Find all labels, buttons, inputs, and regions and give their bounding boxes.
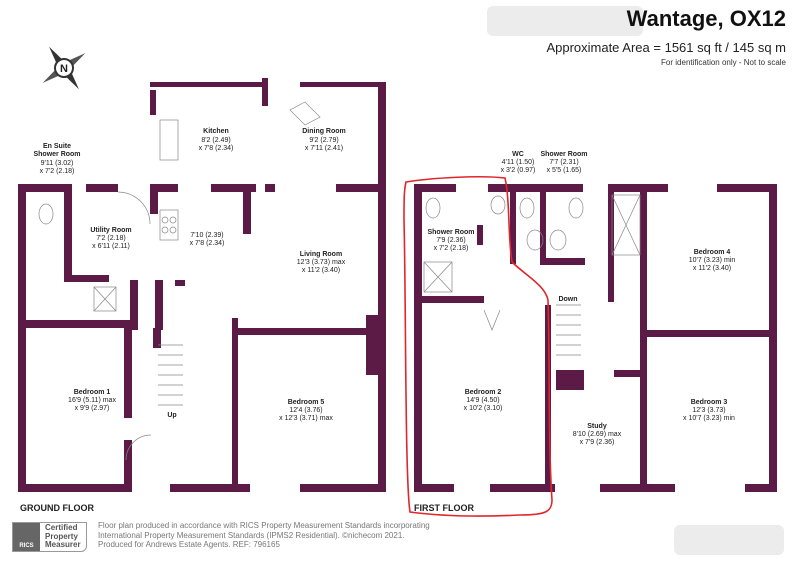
room-dim: x 6'11 (2.11): [92, 243, 130, 250]
room-bedroom-5: Bedroom 5 12'4 (3.76) x 12'3 (3.71) max: [279, 399, 333, 422]
first-fixtures: [423, 194, 641, 356]
redacted-address: [487, 6, 643, 36]
room-dim: 12'3 (3.73) max: [297, 259, 346, 266]
ground-fixtures: [38, 101, 321, 461]
room-name: Bedroom 1: [74, 389, 111, 396]
room-dim: x 12'3 (3.71) max: [279, 415, 333, 422]
room-name: En Suite: [43, 143, 71, 150]
room-dim: x 7'11 (2.41): [305, 145, 343, 152]
room-name: Kitchen: [203, 128, 229, 135]
scale-note: For identification only - Not to scale: [661, 58, 786, 67]
disclaimer-line: Floor plan produced in accordance with R…: [98, 521, 430, 530]
room-name: WC: [512, 151, 524, 158]
room-dim: 7'9 (2.36): [436, 237, 465, 244]
stairs-down-label: Down: [558, 296, 577, 303]
compass-north-label: N: [60, 63, 68, 75]
room-dim: x 10'2 (3.10): [464, 405, 503, 412]
badge-line: Property: [45, 531, 78, 541]
room-dim: x 3'2 (0.97): [501, 167, 536, 174]
room-dim: x 7'2 (2.18): [434, 245, 469, 252]
red-annotation-outline: [403, 175, 553, 517]
disclaimer: Floor plan produced in accordance with R…: [98, 521, 430, 550]
ground-floor-walls: [18, 78, 386, 492]
room-name: Shower Room: [33, 151, 80, 158]
room-dim: 8'2 (2.49): [201, 137, 230, 144]
compass-icon: N: [42, 46, 86, 90]
room-bedroom-4: Bedroom 4 10'7 (3.23) min x 11'2 (3.40): [689, 249, 736, 272]
room-dim: x 11'2 (3.40): [693, 265, 731, 272]
room-name: Utility Room: [90, 227, 131, 234]
room-dim: 14'9 (4.50): [466, 397, 499, 404]
room-wc: WC 4'11 (1.50) x 3'2 (0.97): [501, 151, 536, 174]
page-title: Wantage, OX12: [626, 6, 786, 31]
room-kitchen-area: 7'10 (2.39) x 7'8 (2.34): [190, 232, 225, 247]
room-dim: 12'3 (3.73): [692, 407, 725, 414]
room-dim: 9'2 (2.79): [309, 137, 338, 144]
room-bedroom-1: Bedroom 1 16'9 (5.11) max x 9'9 (2.97): [68, 389, 116, 412]
room-dim: x 9'9 (2.97): [75, 405, 110, 412]
room-dim: x 10'7 (3.23) min: [683, 415, 735, 422]
room-dim: 7'10 (2.39): [190, 232, 223, 239]
room-dim: x 7'2 (2.18): [40, 168, 75, 175]
room-en-suite: En Suite Shower Room 9'11 (3.02) x 7'2 (…: [33, 143, 80, 175]
room-dim: 12'4 (3.76): [289, 407, 322, 414]
room-living: Living Room 12'3 (3.73) max x 11'2 (3.40…: [297, 251, 346, 274]
room-dim: x 7'9 (2.36): [580, 439, 615, 446]
disclaimer-line: Produced for Andrews Estate Agents. REF:…: [98, 540, 280, 549]
room-name: Study: [587, 423, 607, 430]
room-utility: Utility Room 7'2 (2.18) x 6'11 (2.11): [90, 227, 131, 250]
redacted-logo: [674, 525, 784, 555]
room-study: Study 8'10 (2.69) max x 7'9 (2.36): [573, 423, 622, 446]
room-dim: 16'9 (5.11) max: [68, 397, 116, 404]
room-dim: x 7'8 (2.34): [199, 145, 234, 152]
room-dim: 7'2 (2.18): [96, 235, 125, 242]
room-bedroom-3: Bedroom 3 12'3 (3.73) x 10'7 (3.23) min: [683, 399, 735, 422]
room-name: Bedroom 2: [465, 389, 502, 396]
room-dim: x 5'5 (1.65): [547, 167, 582, 174]
ground-floor-label: GROUND FLOOR: [20, 503, 94, 513]
room-kitchen: Kitchen 8'2 (2.49) x 7'8 (2.34): [199, 128, 234, 152]
room-dim: x 7'8 (2.34): [190, 240, 225, 247]
room-name: Bedroom 3: [691, 399, 728, 406]
first-floor-walls: [414, 184, 777, 492]
approximate-area: Approximate Area = 1561 sq ft / 145 sq m: [546, 40, 786, 55]
room-name: Living Room: [300, 251, 342, 258]
badge-line: Certified: [45, 523, 78, 532]
rics-logo: RICS: [13, 523, 40, 551]
room-name: Dining Room: [302, 128, 346, 135]
room-dim: 9'11 (3.02): [41, 160, 74, 167]
room-shower-room-2: Shower Room 7'9 (2.36) x 7'2 (2.18): [427, 229, 474, 252]
room-name: Shower Room: [427, 229, 474, 236]
stairs-up-label: Up: [167, 412, 176, 419]
room-dim: 7'7 (2.31): [549, 159, 578, 166]
room-name: Bedroom 5: [288, 399, 325, 406]
rics-badge: RICS Certified Property Measurer: [12, 522, 87, 552]
room-dim: 4'11 (1.50): [502, 159, 535, 166]
room-dim: 8'10 (2.69) max: [573, 431, 622, 438]
room-dim: x 11'2 (3.40): [302, 267, 340, 274]
room-bedroom-2: Bedroom 2 14'9 (4.50) x 10'2 (3.10): [464, 389, 503, 412]
room-shower-room: Shower Room 7'7 (2.31) x 5'5 (1.65): [540, 151, 587, 174]
room-name: Shower Room: [540, 151, 587, 158]
room-dim: 10'7 (3.23) min: [689, 257, 736, 264]
badge-line: Measurer: [45, 540, 81, 549]
first-floor-label: FIRST FLOOR: [414, 503, 474, 513]
disclaimer-line: International Property Measurement Stand…: [98, 530, 405, 540]
room-dining: Dining Room 9'2 (2.79) x 7'11 (2.41): [302, 128, 346, 152]
room-name: Bedroom 4: [694, 249, 731, 256]
